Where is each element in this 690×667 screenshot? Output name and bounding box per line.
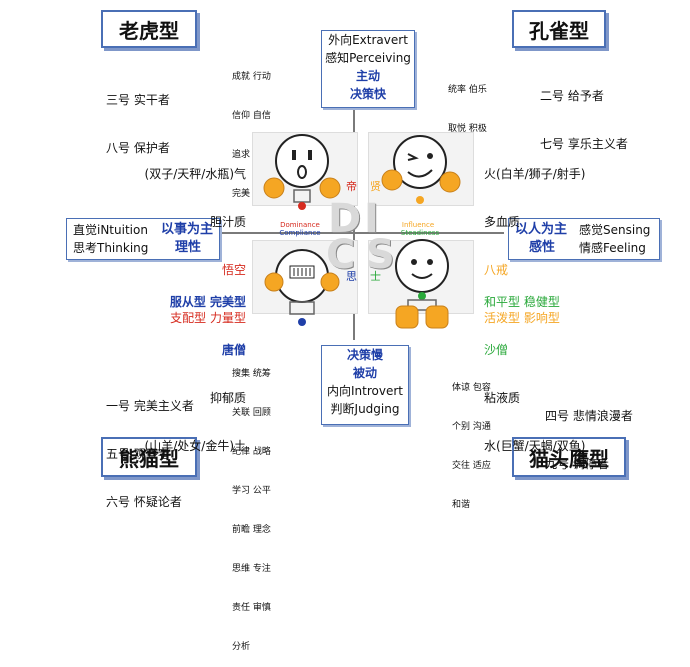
quadrant-line: 悟空 bbox=[221, 263, 246, 277]
quadrant-line: 胆汁质 bbox=[209, 215, 246, 229]
left-box-line: 直觉iNtuition bbox=[73, 223, 148, 237]
quadrant-line: 沙僧 bbox=[484, 343, 509, 357]
trait-item: 学习 公平 bbox=[232, 486, 271, 496]
label-dominance: Dominance bbox=[280, 221, 320, 229]
type-tiger: 老虎型 bbox=[101, 10, 197, 48]
enneagram-item: 四号 悲情浪漫者 bbox=[545, 409, 633, 423]
right-box: 以人为主 感性 感觉Sensing 情感Feeling bbox=[508, 218, 660, 260]
left-box: 直觉iNtuition 思考Thinking 以事为主 理性 bbox=[66, 218, 220, 260]
trait-item: 思维 专注 bbox=[232, 564, 271, 574]
bottom-box-line: 内向Introvert bbox=[327, 384, 403, 398]
enneagram-item: 八号 保护者 bbox=[106, 141, 170, 155]
letter-d: D bbox=[328, 196, 362, 242]
quadrant-c-text: 服从型 完美型 唐僧 抑郁质 (山羊/处女/金牛)土 bbox=[134, 262, 246, 470]
type-panda: 熊猫型 bbox=[101, 437, 197, 477]
label-xian: 贤 bbox=[370, 180, 381, 193]
quadrant-line: (双子/天秤/水瓶)气 bbox=[144, 167, 246, 181]
quadrant-i-text: 火(白羊/狮子/射手) 多血质 八戒 活泼型 影响型 bbox=[484, 134, 585, 342]
enneagram-item: 九号 调停者 bbox=[545, 457, 609, 471]
quadrant-line: 和平型 稳健型 bbox=[484, 295, 560, 309]
quadrant-d-text: (双子/天秤/水瓶)气 胆汁质 悟空 支配型 力量型 bbox=[134, 134, 246, 342]
type-peacock: 孔雀型 bbox=[512, 10, 606, 48]
quadrant-line: 火(白羊/狮子/射手) bbox=[484, 167, 586, 181]
label-shi: 士 bbox=[370, 270, 381, 283]
label-compliance: Compliance bbox=[279, 229, 321, 237]
trait-item: 和谐 bbox=[452, 500, 471, 510]
trait-item: 统率 伯乐 bbox=[448, 85, 487, 95]
enneagram-owl: 四号 悲情浪漫者 九号 调停者 bbox=[545, 376, 633, 488]
trait-item: 搜集 统筹 bbox=[232, 369, 271, 379]
trait-item: 个别 沟通 bbox=[452, 422, 491, 432]
steadiness-face-icon bbox=[395, 239, 449, 329]
quadrant-line: 活泼型 影响型 bbox=[484, 311, 560, 325]
letter-s: S bbox=[366, 232, 395, 278]
top-box-line: 感知Perceiving bbox=[325, 51, 411, 65]
enneagram-item: 六号 怀疑论者 bbox=[106, 495, 182, 509]
quadrant-line: 抑郁质 bbox=[209, 391, 246, 405]
trait-item: 取悦 积极 bbox=[448, 124, 487, 134]
label-influence: Influence bbox=[401, 221, 435, 229]
enneagram-item: 五号 观察者 bbox=[106, 447, 170, 461]
bottom-box: 决策慢 被动 内向Introvert 判断Judging bbox=[321, 345, 409, 425]
trait-item: 关联 回顾 bbox=[232, 408, 271, 418]
compliance-face-icon bbox=[264, 249, 340, 326]
trait-item: 纪律 战略 bbox=[232, 447, 271, 457]
top-box-line: 外向Extravert bbox=[328, 33, 408, 47]
quadrant-s-text: 和平型 稳健型 沙僧 粘液质 水(巨蟹/天蝎/双鱼) bbox=[484, 262, 585, 470]
quadrant-line: 支配型 力量型 bbox=[170, 311, 246, 325]
dominance-face-icon bbox=[263, 134, 341, 210]
quadrant-line: 服从型 完美型 bbox=[169, 295, 246, 309]
enneagram-item: 一号 完美主义者 bbox=[106, 399, 194, 413]
trait-item: 分析 bbox=[232, 642, 251, 652]
trait-item: 成就 行动 bbox=[232, 72, 271, 82]
bottom-box-line: 决策慢 bbox=[346, 348, 383, 362]
label-si: 思 bbox=[346, 270, 357, 283]
trait-item: 交往 适应 bbox=[452, 461, 491, 471]
quadrant-line: 粘液质 bbox=[484, 391, 521, 405]
enneagram-item: 二号 给予者 bbox=[540, 89, 604, 103]
quadrant-line: 八戒 bbox=[484, 263, 509, 277]
left-box-line: 理性 bbox=[175, 240, 202, 255]
horizontal-axis bbox=[160, 232, 504, 234]
enneagram-item: 七号 享乐主义者 bbox=[540, 137, 628, 151]
top-box-line: 主动 bbox=[355, 69, 380, 83]
influence-face-icon bbox=[381, 135, 461, 204]
top-box: 外向Extravert 感知Perceiving 主动 决策快 bbox=[321, 30, 415, 108]
left-box-line: 以事为主 bbox=[161, 222, 214, 237]
letter-c: C bbox=[326, 232, 356, 278]
letter-i: I bbox=[364, 196, 379, 242]
trait-item: 责任 审慎 bbox=[232, 603, 271, 613]
type-owl: 猫头鹰型 bbox=[512, 437, 626, 477]
enneagram-peacock: 二号 给予者 七号 享乐主义者 bbox=[540, 56, 628, 168]
bottom-box-line: 被动 bbox=[352, 366, 377, 380]
trait-item: 信仰 自信 bbox=[232, 111, 271, 121]
bottom-box-line: 判断Judging bbox=[330, 402, 400, 416]
right-box-line: 感性 bbox=[529, 240, 556, 255]
trait-item: 前瞻 理念 bbox=[232, 525, 271, 535]
quadrant-line: (山羊/处女/金牛)土 bbox=[144, 439, 246, 453]
quadrant-line: 唐僧 bbox=[221, 343, 246, 357]
enneagram-tiger: 三号 实干者 八号 保护者 bbox=[106, 60, 170, 172]
label-steadiness: Steadiness bbox=[400, 229, 440, 237]
right-box-line: 情感Feeling bbox=[579, 241, 646, 255]
left-box-line: 思考Thinking bbox=[73, 241, 149, 255]
right-box-line: 感觉Sensing bbox=[579, 223, 651, 237]
label-di: 帝 bbox=[346, 180, 357, 193]
quadrant-line: 水(巨蟹/天蝎/双鱼) bbox=[484, 439, 586, 453]
trait-item: 体谅 包容 bbox=[452, 383, 491, 393]
quadrant-line: 多血质 bbox=[484, 215, 521, 229]
enneagram-item: 三号 实干者 bbox=[106, 93, 170, 107]
traits-peacock: 统率 伯乐 取悦 积极 bbox=[448, 58, 487, 149]
right-box-line: 以人为主 bbox=[515, 222, 568, 237]
top-box-line: 决策快 bbox=[349, 87, 386, 101]
vertical-axis bbox=[353, 108, 355, 340]
